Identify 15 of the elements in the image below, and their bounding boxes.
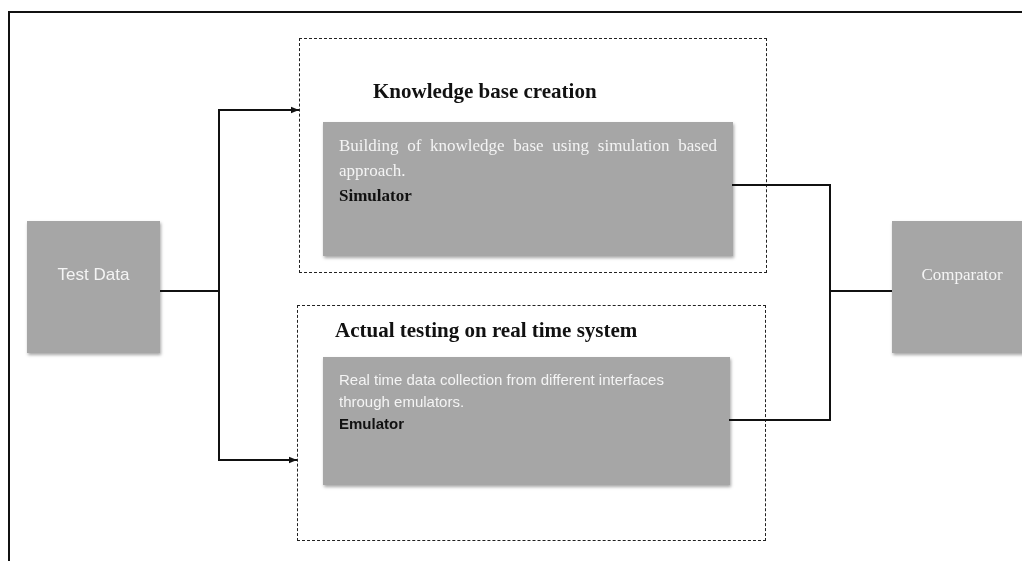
component-label: Emulator bbox=[339, 413, 405, 434]
group-heading: Knowledge base creation bbox=[373, 79, 597, 104]
group-heading: Actual testing on real time system bbox=[335, 318, 638, 343]
process-box bbox=[892, 221, 1022, 353]
process-box bbox=[27, 221, 160, 353]
dashed-group-box bbox=[299, 38, 767, 273]
description-text: Real time data collection from different interfaces through emulators. bbox=[339, 370, 665, 412]
box-label: Comparator bbox=[921, 265, 1003, 285]
connector-arrow bbox=[159, 290, 298, 464]
dashed-group-box bbox=[297, 305, 766, 541]
box-label: Test Data bbox=[57, 265, 130, 285]
process-box bbox=[323, 122, 733, 256]
description-text: Building of knowledge base using simulation based approach. bbox=[339, 135, 717, 182]
process-box bbox=[323, 357, 730, 485]
component-label: Simulator bbox=[339, 185, 413, 208]
